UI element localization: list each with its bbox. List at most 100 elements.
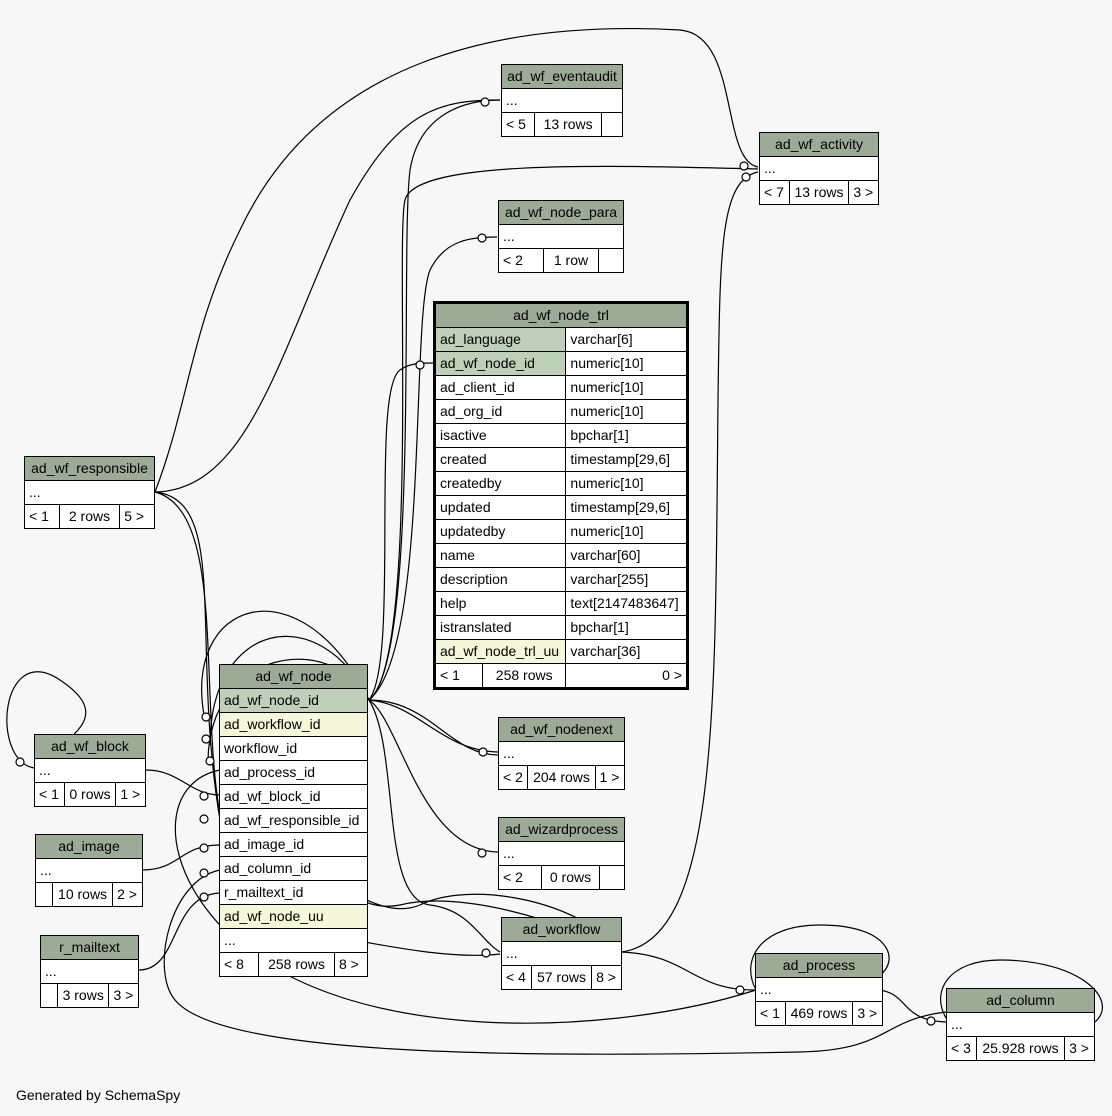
column-ad-wf-block-id[interactable]: ad_wf_block_id	[219, 784, 368, 809]
table-ad-wizardprocess[interactable]: ad_wizardprocess ... < 2 0 rows	[498, 817, 625, 890]
column-type: timestamp[29,6]	[565, 447, 688, 472]
crow-foot-node-process	[205, 756, 215, 766]
table-ad-wf-node-para[interactable]: ad_wf_node_para ... < 2 1 row	[498, 200, 624, 273]
column-description[interactable]: description	[433, 567, 567, 592]
table-r-mailtext[interactable]: r_mailtext ... 3 rows 3 >	[40, 935, 139, 1008]
row-count: 258 rows	[481, 663, 567, 689]
table-title[interactable]: ad_wf_node	[219, 664, 368, 689]
column-ad-wf-responsible-id[interactable]: ad_wf_responsible_id	[219, 808, 368, 833]
parents-count[interactable]: < 4	[501, 965, 532, 990]
children-count[interactable]: 8 >	[591, 965, 622, 990]
children-count[interactable]	[599, 865, 625, 890]
table-ad-process[interactable]: ad_process ... < 1 469 rows 3 >	[755, 953, 883, 1026]
parents-count[interactable]: < 1	[434, 663, 483, 689]
children-count[interactable]: 1 >	[594, 765, 626, 790]
table-title[interactable]: ad_wf_nodenext	[498, 717, 625, 742]
parents-count[interactable]: < 7	[759, 180, 790, 205]
parents-count[interactable]: < 1	[34, 782, 65, 807]
parents-count[interactable]: < 1	[24, 504, 60, 529]
parents-count[interactable]	[35, 882, 53, 907]
parents-count[interactable]: < 5	[500, 112, 536, 137]
column-ad-wf-node-uu[interactable]: ad_wf_node_uu	[219, 904, 368, 929]
column-ad-image-id[interactable]: ad_image_id	[219, 832, 368, 857]
column-type: varchar[36]	[565, 639, 688, 664]
column-updatedby[interactable]: updatedby	[433, 519, 567, 544]
table-columns-ellipsis: ...	[498, 841, 625, 866]
table-title[interactable]: ad_image	[35, 834, 143, 859]
column-type: text[2147483647]	[565, 591, 688, 616]
column-ad-wf-node-id[interactable]: ad_wf_node_id	[219, 688, 368, 713]
table-title[interactable]: ad_process	[755, 953, 883, 978]
column-help[interactable]: help	[433, 591, 567, 616]
table-ad-wf-responsible[interactable]: ad_wf_responsible ... < 1 2 rows 5 >	[24, 456, 155, 529]
table-title[interactable]: ad_wf_responsible	[24, 456, 155, 481]
column-ad-process-id[interactable]: ad_process_id	[219, 760, 368, 785]
column-createdby[interactable]: createdby	[433, 471, 567, 496]
children-count[interactable]: 8 >	[334, 952, 368, 977]
column-workflow-id[interactable]: workflow_id	[219, 736, 368, 761]
column-ad-column-id[interactable]: ad_column_id	[219, 856, 368, 881]
column-r-mailtext-id[interactable]: r_mailtext_id	[219, 880, 368, 905]
crow-foot-process	[735, 985, 745, 995]
table-title[interactable]: ad_wf_activity	[759, 132, 879, 157]
children-count[interactable]: 2 >	[112, 882, 143, 907]
column-istranslated[interactable]: istranslated	[433, 615, 567, 640]
table-ad-wf-activity[interactable]: ad_wf_activity ... < 7 13 rows 3 >	[759, 132, 879, 205]
children-count[interactable]: 3 >	[852, 1001, 883, 1026]
parents-count[interactable]: < 8	[219, 952, 259, 977]
crow-foot-node-block	[199, 791, 209, 801]
children-count[interactable]: 3 >	[108, 983, 139, 1008]
column-type: varchar[255]	[565, 567, 688, 592]
column-type: bpchar[1]	[565, 423, 688, 448]
generated-by-footer: Generated by SchemaSpy	[16, 1087, 181, 1103]
crow-foot-node-wfid	[201, 734, 211, 744]
table-title[interactable]: ad_wf_block	[34, 734, 146, 759]
parents-count[interactable]: < 2	[498, 248, 544, 273]
table-columns-ellipsis: ...	[24, 480, 155, 505]
children-count[interactable]: 1 >	[115, 782, 146, 807]
table-title[interactable]: ad_wf_node_trl	[434, 302, 688, 328]
table-columns-ellipsis: ...	[35, 858, 143, 883]
column-ad-workflow-id[interactable]: ad_workflow_id	[219, 712, 368, 737]
table-ad-image[interactable]: ad_image ... 10 rows 2 >	[35, 834, 143, 907]
parents-count[interactable]: < 2	[498, 865, 542, 890]
children-count[interactable]: 3 >	[848, 180, 879, 205]
crow-foot-column	[926, 1016, 936, 1026]
edge-node-nodenext-1	[368, 699, 499, 753]
column-created[interactable]: created	[433, 447, 567, 472]
parents-count[interactable]: < 3	[946, 1036, 977, 1061]
children-count[interactable]	[601, 112, 623, 137]
children-count[interactable]: 3 >	[1064, 1036, 1095, 1061]
table-title[interactable]: ad_workflow	[501, 917, 622, 942]
column-ad-wf-node-trl-uu[interactable]: ad_wf_node_trl_uu	[433, 639, 567, 664]
table-title[interactable]: r_mailtext	[40, 935, 139, 960]
column-ad-client-id[interactable]: ad_client_id	[433, 375, 567, 400]
column-isactive[interactable]: isactive	[433, 423, 567, 448]
column-type: varchar[60]	[565, 543, 688, 568]
table-ad-wf-node[interactable]: ad_wf_node ad_wf_node_id ad_workflow_id …	[219, 664, 368, 977]
children-count[interactable]: 0 >	[565, 663, 688, 689]
column-ad-wf-node-id[interactable]: ad_wf_node_id	[433, 351, 567, 376]
column-name[interactable]: name	[433, 543, 567, 568]
parents-count[interactable]	[40, 983, 58, 1008]
table-ad-wf-eventaudit[interactable]: ad_wf_eventaudit ... < 5 13 rows	[500, 64, 623, 137]
table-ad-wf-nodenext[interactable]: ad_wf_nodenext ... < 2 204 rows 1 >	[497, 717, 626, 790]
children-count[interactable]	[598, 248, 624, 273]
table-title[interactable]: ad_wf_eventaudit	[501, 64, 623, 89]
children-count[interactable]: 5 >	[119, 504, 155, 529]
table-ad-wf-block[interactable]: ad_wf_block ... < 1 0 rows 1 >	[34, 734, 146, 807]
parents-count[interactable]: < 2	[497, 765, 529, 790]
column-ad-org-id[interactable]: ad_org_id	[433, 399, 567, 424]
crow-foot-wizard	[477, 848, 487, 858]
table-ad-workflow[interactable]: ad_workflow ... < 4 57 rows 8 >	[501, 917, 622, 990]
table-title[interactable]: ad_wf_node_para	[498, 200, 624, 225]
table-title[interactable]: ad_column	[946, 988, 1095, 1013]
table-title[interactable]: ad_wizardprocess	[498, 817, 625, 842]
parents-count[interactable]: < 1	[755, 1001, 786, 1026]
column-updated[interactable]: updated	[433, 495, 567, 520]
crow-foot-node-resp	[199, 814, 209, 824]
column-ad-language[interactable]: ad_language	[433, 327, 567, 352]
table-ad-column[interactable]: ad_column ... < 3 25.928 rows 3 >	[946, 988, 1095, 1061]
row-count: 1 row	[543, 248, 599, 273]
